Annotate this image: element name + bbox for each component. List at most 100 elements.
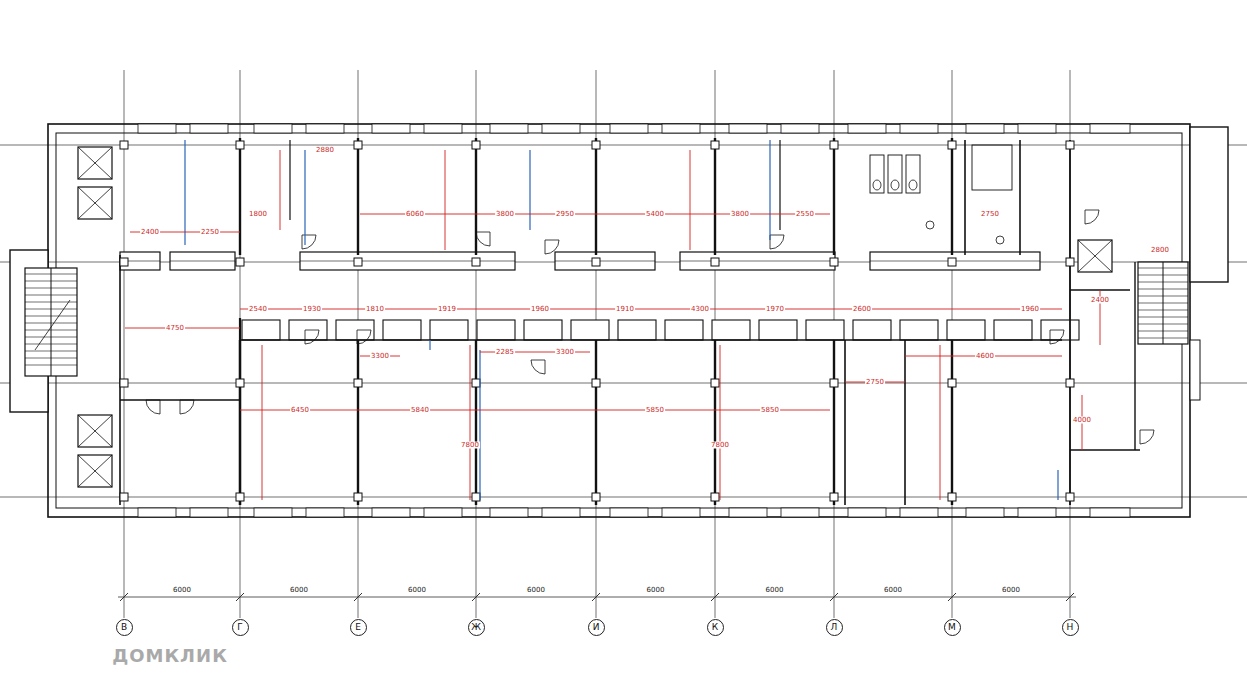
closet [524,320,562,340]
partition [964,140,966,255]
room-dimension: 3300 [555,349,575,356]
dimension-line [262,345,263,500]
column [472,379,480,387]
staircase [25,268,77,376]
column [472,493,480,501]
toilet-bowl [873,180,881,190]
dimension-line [940,345,941,500]
window [610,508,648,517]
axis-bubble: М [944,619,961,636]
wall-line [555,261,655,262]
dimension-line [445,150,446,250]
room-dimension: 2600 [852,306,872,313]
corridor-wall [170,252,235,270]
axis-letter: Ж [471,623,481,632]
glass-partition [304,150,305,245]
window [372,508,410,517]
room-dimension: 2400 [140,229,160,236]
closet [571,320,609,340]
window [306,124,344,133]
column [711,493,719,501]
column [236,493,244,501]
outer-wall [48,124,1190,517]
window [729,508,767,517]
closet [947,320,985,340]
column [354,141,362,149]
room-dimension: 2950 [555,211,575,218]
axis-bubble: В [116,619,133,636]
window [490,124,528,133]
room-dimension: 5840 [410,407,430,414]
bay-dimension: 6000 [526,587,546,594]
room-dimension: 1960 [1020,306,1040,313]
room-dimension: 2800 [1150,247,1170,254]
column [236,258,244,266]
elevator-cross [78,455,112,487]
elevator-cross [78,147,112,179]
toilet-cubicle [870,155,884,193]
door-swing [146,400,160,414]
column [948,493,956,501]
window [490,508,528,517]
watermark: ДОМКЛИК [111,647,229,665]
inner-wall [56,133,1182,508]
elevator-shaft [78,147,112,179]
dimension-tick [354,593,362,601]
column [1066,258,1074,266]
window [848,124,886,133]
staircase [1138,262,1188,344]
column [1066,493,1074,501]
elevator-cross [78,415,112,447]
axis-bubble: Ж [468,619,485,636]
window [900,508,938,517]
grid-line [0,497,1247,498]
column [948,141,956,149]
corridor-wall [240,339,1062,340]
axis-letter: В [121,623,127,632]
room-dimension: 6450 [290,407,310,414]
glass-partition [1057,470,1058,500]
room-dimension: 4300 [690,306,710,313]
window [424,124,462,133]
door-swing [302,235,316,249]
wall-line [170,261,235,262]
column [354,493,362,501]
room-dimension: 2550 [795,211,815,218]
partition [779,140,780,230]
column [830,258,838,266]
window [138,124,176,133]
window [190,124,228,133]
axis-letter: Л [831,623,838,632]
column [354,258,362,266]
bay-dimension: 6000 [289,587,309,594]
partition [1019,140,1021,255]
window [610,124,648,133]
column [472,258,480,266]
column [354,379,362,387]
window [900,124,938,133]
glass-partition [529,150,530,230]
window [848,508,886,517]
axis-bubble: Л [826,619,843,636]
window [1018,124,1056,133]
sink [996,236,1004,244]
bay-dimension: 6000 [407,587,427,594]
partition [357,340,359,505]
column [592,258,600,266]
axis-letter: К [712,623,718,632]
room-dimension: 2400 [1090,297,1110,304]
glass-partition [429,340,430,350]
room-dimension: 2285 [495,349,515,356]
window [662,508,700,517]
room-dimension: 1970 [765,306,785,313]
room-dimension: 5400 [645,211,665,218]
axis-line [715,70,716,618]
axis-bubble: И [588,619,605,636]
dimension-tick [711,593,719,601]
window [781,124,819,133]
elevator-shaft [1078,240,1112,272]
stair-rail [1163,262,1164,344]
dimension-tick [948,593,956,601]
window [729,124,767,133]
axis-bubble: Е [350,619,367,636]
